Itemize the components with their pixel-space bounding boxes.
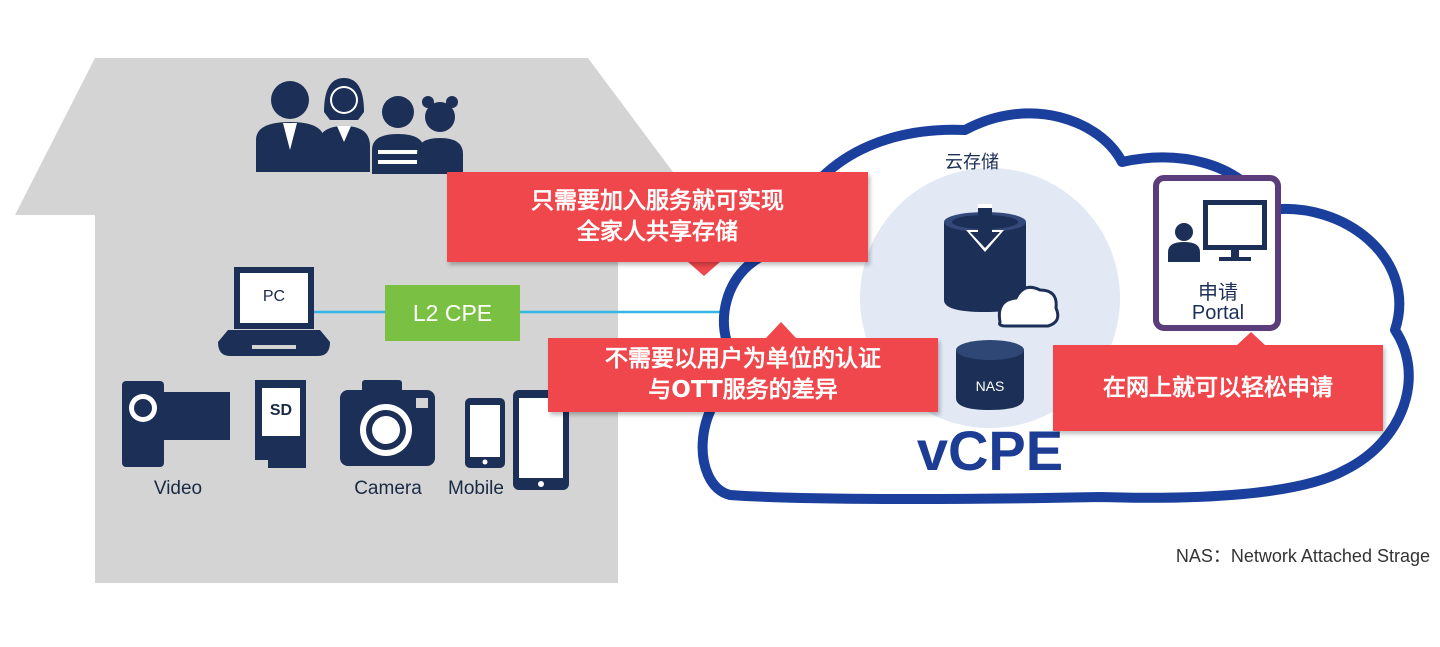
callout-auth-tail: [766, 322, 796, 338]
portal-box: [1153, 175, 1281, 331]
nas-label: NAS: [975, 378, 1005, 394]
callout-share-tail: [688, 262, 720, 276]
footnote: NAS：Network Attached Strage: [1175, 546, 1430, 566]
portal-label-cn: 申请: [1198, 280, 1238, 304]
cloud-storage-icon: [944, 204, 1060, 328]
l2-cpe-box: L2 CPE: [385, 285, 520, 341]
l2-cpe-label: L2 CPE: [412, 300, 493, 326]
callout-share-line1: 只需要加入服务就可实现: [531, 188, 784, 214]
sd-label: SD: [269, 402, 293, 419]
callout-apply: 在网上就可以轻松申请: [1053, 345, 1383, 431]
cloud-storage-title: 云存储: [945, 152, 999, 173]
pc-icon: [218, 267, 330, 356]
callout-apply-text: 在网上就可以轻松申请: [1103, 375, 1333, 401]
nas-icon: [956, 340, 1024, 410]
vcpe-brand: vCPE: [916, 419, 1064, 482]
callout-auth: 不需要以用户为单位的认证 与OTT服务的差异: [548, 338, 938, 412]
callout-auth-line1: 不需要以用户为单位的认证: [605, 346, 881, 372]
callout-apply-tail: [1236, 332, 1266, 346]
pc-label: PC: [262, 288, 286, 305]
callout-share: 只需要加入服务就可实现 全家人共享存储: [447, 172, 868, 262]
portal-label-en: Portal: [1191, 302, 1245, 324]
video-camera-icon: [122, 381, 230, 467]
mobile-label: Mobile: [448, 478, 504, 499]
camera-label: Camera: [354, 478, 422, 499]
video-label: Video: [153, 478, 203, 499]
family-icon: [256, 78, 463, 174]
camera-icon: [340, 380, 435, 466]
sd-card-icon: [255, 380, 306, 468]
callout-share-line2: 全家人共享存储: [577, 219, 738, 245]
callout-auth-line2: 与OTT服务的差异: [648, 377, 838, 403]
